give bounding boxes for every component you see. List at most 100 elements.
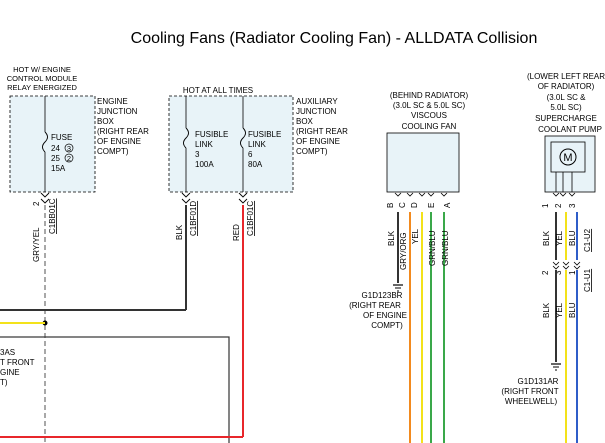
engine-junction-connector-chevron <box>40 192 50 198</box>
left-box-fragment <box>0 336 230 443</box>
fusible-link-2-label-2: LINK <box>248 140 266 149</box>
pump-mid-connector-chevrons <box>552 261 581 270</box>
viscous-fan-box <box>386 132 460 193</box>
fuse-circle-2 <box>64 153 74 163</box>
pump-label-4: 5.0L SC) <box>550 103 582 112</box>
fuse-number-1: 24 <box>51 144 60 153</box>
aux-connector-2-chevron <box>238 192 248 204</box>
aux-connector-1-chevron <box>181 192 191 204</box>
left-box-label-4: T) <box>0 378 8 387</box>
aux-junction-label-3: BOX <box>296 117 314 126</box>
engine-junction-label-2: JUNCTION <box>97 107 138 116</box>
motor-icon: M <box>563 152 572 164</box>
fuse-circle-1 <box>64 143 74 153</box>
aux-connector-2: C1BF01C <box>246 201 255 236</box>
engine-junction-connector: C1BB01C <box>48 198 57 234</box>
viscous-fan-label-3: VISCOUS <box>411 111 447 120</box>
viscous-wire-label-yel: YEL <box>411 228 420 244</box>
pump-motor-frame <box>550 141 586 173</box>
engine-junction-connector-chevron-2 <box>40 198 50 204</box>
left-box-label-2: T FRONT <box>0 358 35 367</box>
engine-junction-label-3: BOX <box>97 117 115 126</box>
engine-junction-wire-color: GRY/YEL <box>32 227 41 262</box>
viscous-ground-name: G1D123BR <box>362 291 403 300</box>
pump-connector-chevrons <box>552 192 576 197</box>
engine-junction-pin: 2 <box>32 201 41 206</box>
viscous-pin-d: D <box>410 202 419 208</box>
aux-junction-label-2: JUNCTION <box>296 107 337 116</box>
viscous-ground-loc-3: COMPT) <box>371 321 403 330</box>
viscous-pin-c: C <box>398 202 407 208</box>
viscous-ground-loc-1: (RIGHT REAR <box>349 301 401 310</box>
pump-connector-top: C1-U2 <box>583 228 592 252</box>
pump-wire-label-blu-bottom: BLU <box>568 302 577 318</box>
fusible-link-1-label-3: 3 <box>195 150 200 159</box>
fusible-link-2-label-1: FUSIBLE <box>248 130 281 139</box>
pump-pin-top-3: 3 <box>568 203 577 208</box>
aux-wire-1-color: BLK <box>175 224 184 240</box>
viscous-wire-label-blk: BLK <box>387 230 396 246</box>
pump-label-3: (3.0L SC & <box>547 93 586 102</box>
aux-wire-2-color: RED <box>232 224 241 241</box>
auxiliary-junction-box <box>168 95 294 193</box>
fuse-symbol <box>42 131 48 153</box>
fusible-link-1-label-4: 100A <box>195 160 214 169</box>
viscous-connector-chevrons <box>394 192 448 197</box>
pump-motor-circle <box>559 148 577 166</box>
pump-label-6: COOLANT PUMP <box>538 125 602 134</box>
viscous-fan-label-4: COOLING FAN <box>402 122 457 131</box>
viscous-pin-b: B <box>386 203 395 208</box>
pump-ground-name: G1D131AR <box>518 377 559 386</box>
ground-symbol-pump <box>551 363 561 371</box>
engine-junction-label-1: ENGINE <box>97 97 128 106</box>
ground-symbol-viscous <box>393 284 403 292</box>
relay-label-line-1: HOT W/ ENGINE <box>13 65 71 74</box>
fusible-link-2-symbol <box>240 127 246 149</box>
fusible-link-1-label-2: LINK <box>195 140 213 149</box>
fuse-rating: 15A <box>51 164 66 173</box>
pump-wire-label-blk-bottom: BLK <box>542 302 551 318</box>
pump-connector-mid: C1-U1 <box>583 268 592 292</box>
pump-ground-loc-2: WHEELWELL) <box>505 397 558 406</box>
left-box-label-1: 3AS <box>0 348 15 357</box>
fusible-link-2-label-4: 80A <box>248 160 263 169</box>
hot-at-all-times-label: HOT AT ALL TIMES <box>183 86 253 95</box>
relay-label-line-2: CONTROL MODULE <box>7 74 78 83</box>
aux-junction-label-5: OF ENGINE <box>296 137 340 146</box>
aux-junction-label-4: (RIGHT REAR <box>296 127 348 136</box>
pump-label-5: SUPERCHARGE <box>535 114 597 123</box>
fuse-circled-2: 2 <box>67 154 71 163</box>
fusible-link-2-label-3: 6 <box>248 150 253 159</box>
pump-pin-mid-3: 1 <box>568 270 577 275</box>
page-title: Cooling Fans (Radiator Cooling Fan) - AL… <box>131 30 538 47</box>
pump-label-1: (LOWER LEFT REAR <box>527 72 605 81</box>
pump-wire-label-yel-top: YEL <box>555 230 564 246</box>
viscous-fan-label-1: (BEHIND RADIATOR) <box>390 91 469 100</box>
pump-ground-loc-1: (RIGHT FRONT <box>501 387 558 396</box>
viscous-ground-loc-2: OF ENGINE <box>363 311 407 320</box>
engine-junction-label-4: (RIGHT REAR <box>97 127 149 136</box>
pump-pin-mid-2: 3 <box>554 270 563 275</box>
aux-junction-label-1: AUXILIARY <box>296 97 338 106</box>
pump-pin-top-2: 2 <box>554 203 563 208</box>
engine-junction-label-5: OF ENGINE <box>97 137 141 146</box>
pump-pin-mid-1: 2 <box>541 270 550 275</box>
engine-junction-label-6: COMPT) <box>97 147 129 156</box>
fuse-number-2: 25 <box>51 154 60 163</box>
pump-label-2: OF RADIATOR) <box>538 82 595 91</box>
viscous-fan-pins: B C D E A <box>386 202 452 208</box>
viscous-wire-label-grn-blu-1: GRN/BLU <box>428 230 437 266</box>
fusible-link-1-label-1: FUSIBLE <box>195 130 228 139</box>
viscous-fan-label-2: (3.0L SC & 5.0L SC) <box>393 101 466 110</box>
aux-junction-label-6: COMPT) <box>296 147 328 156</box>
viscous-wire-label-grn-blu-2: GRN/BLU <box>441 230 450 266</box>
viscous-wire-label-gry-org: GRY/ORG <box>399 232 408 270</box>
relay-label-line-3: RELAY ENERGIZED <box>7 83 77 92</box>
fuse-name: FUSE <box>51 133 72 142</box>
aux-connector-1: C1BF01D <box>189 201 198 236</box>
pump-wire-label-blu-top: BLU <box>568 230 577 246</box>
fuse-circled-1: 3 <box>67 144 71 153</box>
pump-wire-label-yel-bottom: YEL <box>555 302 564 318</box>
viscous-pin-e: E <box>427 203 436 208</box>
